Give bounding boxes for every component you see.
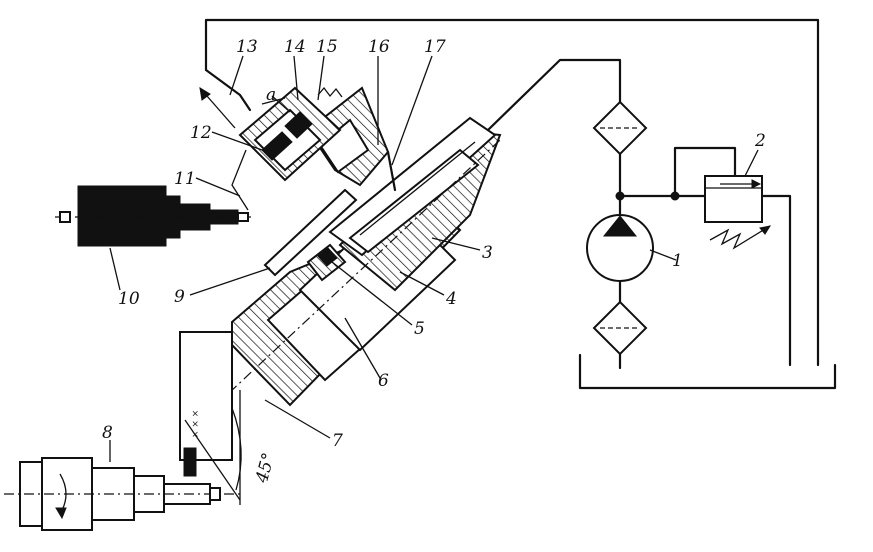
label-10: 10 <box>118 289 140 309</box>
cylinder-assembly <box>199 86 502 421</box>
tool-holder: × × × <box>179 331 233 477</box>
dim-a-label: a <box>266 85 276 105</box>
flow-arrow <box>199 87 236 129</box>
filter-bottom <box>592 300 648 356</box>
pump <box>586 214 654 282</box>
label-11: 11 <box>174 169 196 189</box>
label-8: 8 <box>102 423 113 443</box>
label-5: 5 <box>414 319 425 339</box>
label-17: 17 <box>424 37 446 57</box>
label-7: 7 <box>332 431 343 451</box>
label-3: 3 <box>482 243 493 263</box>
label-6: 6 <box>378 371 389 391</box>
label-2: 2 <box>754 131 766 151</box>
label-9: 9 <box>174 287 185 307</box>
angle-label: 45° <box>252 451 279 486</box>
label-15: 15 <box>316 37 338 57</box>
relief-valve <box>704 175 772 250</box>
label-1: 1 <box>672 251 683 271</box>
label-12: 12 <box>190 123 212 143</box>
angle-dimension <box>184 390 242 505</box>
filter-top <box>592 100 648 156</box>
hydraulic-lines <box>204 18 837 390</box>
workpiece-spindle <box>4 457 240 531</box>
label-4: 4 <box>445 289 457 309</box>
valve-block <box>231 86 343 211</box>
leader-lines <box>109 55 759 462</box>
sensor-body <box>55 185 255 247</box>
label-13: 13 <box>236 37 258 57</box>
marks-text: × × × <box>191 410 201 438</box>
label-16: 16 <box>368 37 390 57</box>
label-14: 14 <box>284 37 306 57</box>
